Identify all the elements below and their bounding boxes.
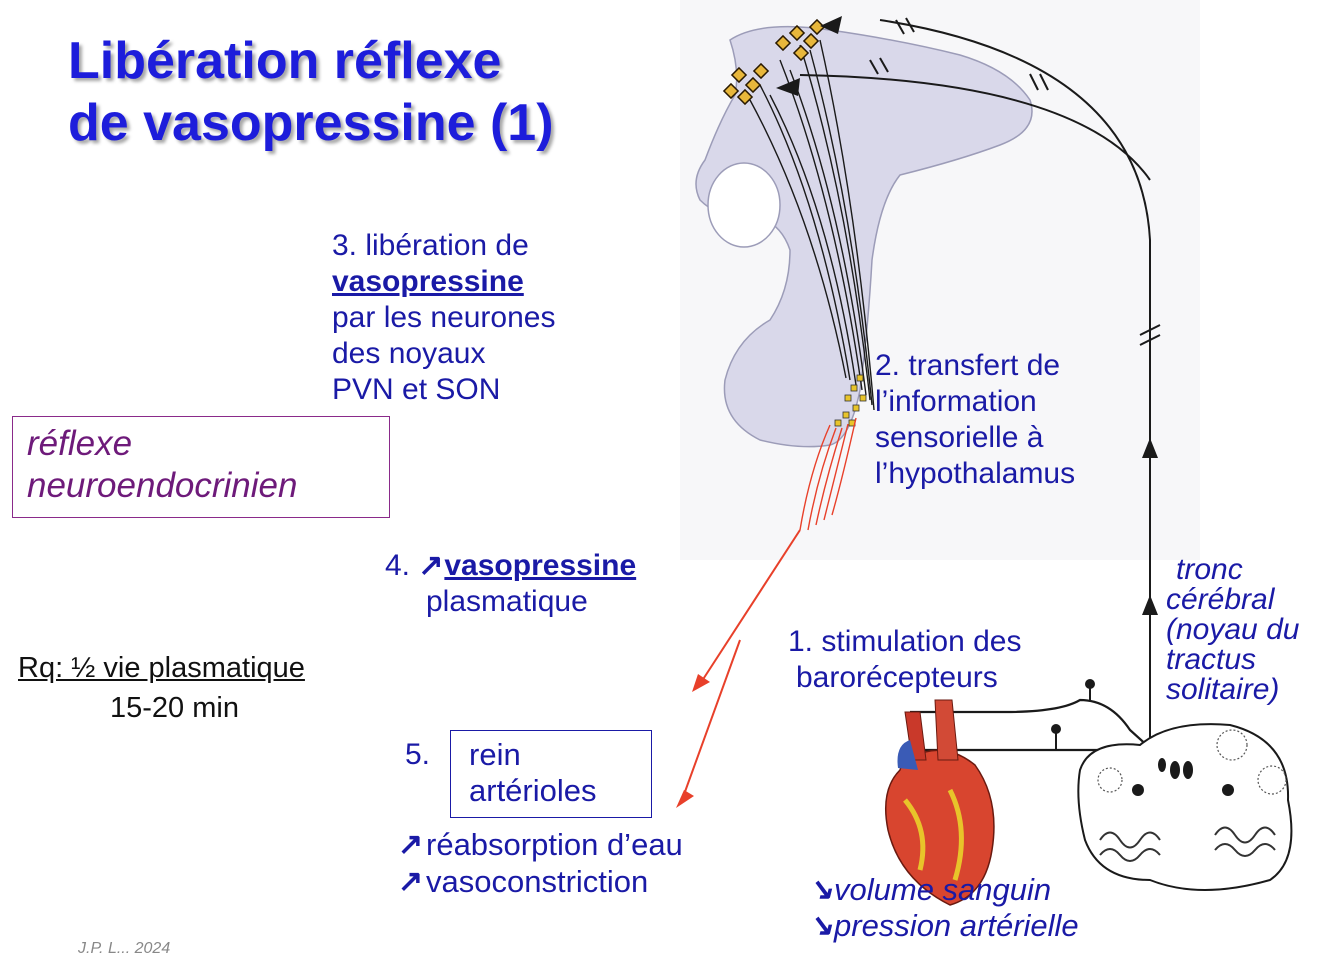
- effect-item: ↗ réabsorption d’eau: [398, 826, 683, 863]
- step-2-label: 2. transfert de l’information sensoriell…: [875, 348, 1075, 492]
- slide-title: Libération réflexe de vasopressine (1): [68, 30, 688, 154]
- neuron-fibres: [749, 39, 875, 411]
- target-organs-box: rein artérioles: [450, 730, 652, 818]
- step-1-label: 1. stimulation des barorécepteurs: [788, 624, 1021, 696]
- step1-line1: 1. stimulation des: [788, 625, 1022, 658]
- step4-vasopressine: vasopressine: [444, 549, 637, 582]
- tronc-line3: (noyau du: [1166, 613, 1300, 646]
- stimulus-line1: volume sanguin: [834, 872, 1052, 907]
- tronc-line5: solitaire): [1166, 673, 1280, 706]
- arrow-head-plasma: [692, 674, 710, 692]
- effect-line2: vasoconstriction: [426, 864, 649, 899]
- step-5-number: 5.: [405, 738, 431, 771]
- step4-line2: plasmatique: [426, 585, 588, 618]
- stimulus-list: ↘ volume sanguin ↘ pression artérielle: [808, 872, 1079, 944]
- stimulus-item: ↘ pression artérielle: [808, 908, 1079, 944]
- arrow-to-plasma: [699, 529, 801, 685]
- step2-line4: l’hypothalamus: [875, 457, 1076, 490]
- receptor-endings: [1051, 679, 1095, 750]
- brainstem-label: tronc cérébral (noyau du tractus solitai…: [1166, 555, 1299, 705]
- arrow-head-top1: [820, 16, 842, 34]
- ascending-pathway: [879, 19, 1151, 745]
- brainstem-section: [1077, 723, 1293, 891]
- tronc-line1: tronc: [1176, 553, 1243, 586]
- step4-number: 4.: [385, 549, 411, 582]
- arrow-down-right-icon: ↘: [808, 873, 834, 906]
- author-credit: J.P. L... 2024: [78, 940, 171, 957]
- step-3-label: 3. libération de vasopressine par les ne…: [332, 228, 555, 408]
- arrow-up-1: [1142, 438, 1158, 458]
- step2-line1: 2. transfert de: [875, 349, 1061, 382]
- reflex-line2: neuroendocrinien: [27, 466, 298, 505]
- step5-line2: artérioles: [469, 773, 597, 808]
- title-line-1: Libération réflexe: [68, 32, 502, 90]
- pathway-breaks: [869, 17, 1161, 346]
- step1-line2: barorécepteurs: [796, 661, 998, 694]
- effects-list: ↗ réabsorption d’eau ↗ vasoconstriction: [398, 826, 683, 900]
- branch-pathway: [799, 74, 1151, 181]
- tronc-line4: tractus: [1166, 643, 1257, 676]
- arrow-up-right-icon: ↗: [418, 549, 444, 582]
- effect-item: ↗ vasoconstriction: [398, 863, 683, 900]
- stimulus-line2: pression artérielle: [834, 908, 1079, 943]
- arrow-up-right-icon: ↗: [398, 828, 424, 861]
- step-4-label: 4. ↗vasopressine plasmatique: [385, 548, 636, 620]
- remark-line2: 15-20 min: [110, 692, 239, 724]
- effect-line1: réabsorption d’eau: [426, 827, 683, 862]
- step3-line5: PVN et SON: [332, 373, 501, 406]
- arrow-down-right-icon: ↘: [808, 909, 834, 942]
- step2-line3: sensorielle à: [875, 421, 1044, 454]
- step3-line1: 3. libération de: [332, 229, 529, 262]
- hypothalamus-shape: [695, 25, 1033, 448]
- step3-vasopressine: vasopressine: [332, 265, 524, 298]
- reflex-type-box: réflexe neuroendocrinien: [12, 416, 390, 518]
- remark-line1: Rq: ½ vie plasmatique: [18, 652, 305, 684]
- axon-terminals: [834, 374, 867, 427]
- vasopressin-release-lines: [799, 417, 857, 531]
- arrow-head-step5: [676, 790, 694, 808]
- step2-line2: l’information: [875, 385, 1037, 418]
- reflex-line1: réflexe: [27, 424, 133, 463]
- arrow-to-step5: [681, 639, 741, 801]
- half-life-remark: Rq: ½ vie plasmatique 15-20 min: [18, 648, 305, 728]
- arrow-head-top2: [776, 78, 800, 96]
- step3-line4: des noyaux: [332, 337, 486, 370]
- step5-line1: rein: [469, 737, 521, 772]
- heart-illustration: [885, 699, 995, 906]
- arrow-up-right-icon: ↗: [398, 865, 424, 898]
- optic-chiasm: [707, 162, 781, 248]
- tronc-line2: cérébral: [1166, 583, 1275, 616]
- neuron-cell-bodies: [722, 18, 826, 106]
- step3-line3: par les neurones: [332, 301, 556, 334]
- arrow-up-2: [1142, 595, 1158, 615]
- stimulus-item: ↘ volume sanguin: [808, 872, 1079, 908]
- title-line-2: de vasopressine (1): [68, 94, 554, 152]
